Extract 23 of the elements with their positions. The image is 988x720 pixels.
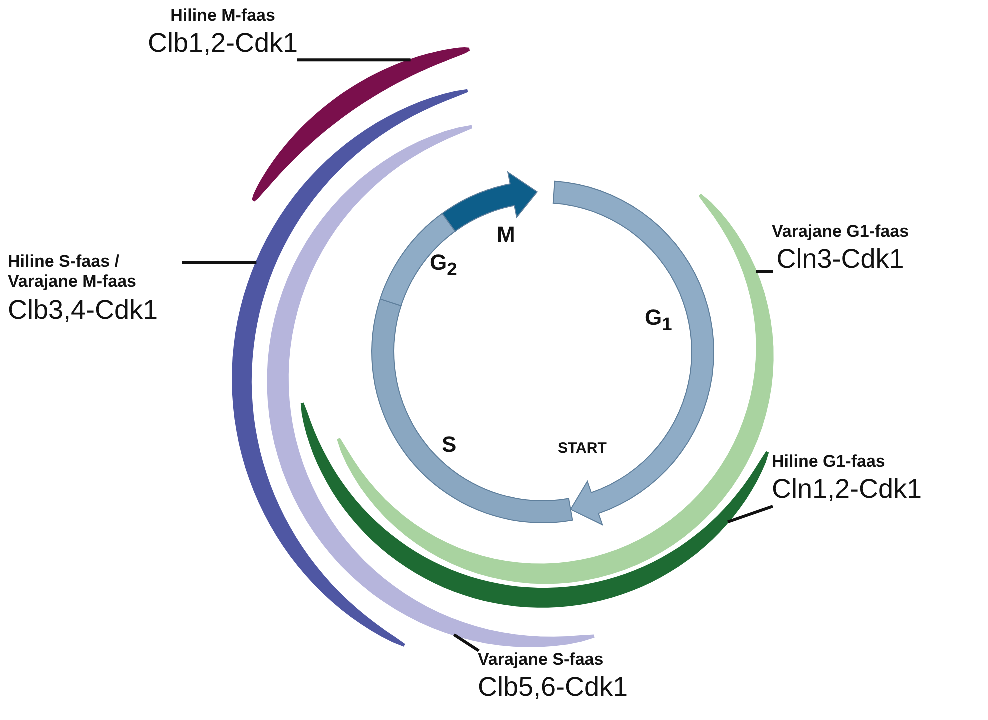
crescent-band	[232, 89, 468, 647]
phase-letter: M	[497, 222, 516, 248]
complex-name: Cln1,2-Cdk1	[772, 473, 922, 506]
complex-name: Clb3,4-Cdk1	[8, 294, 160, 327]
crescent-band	[300, 402, 770, 608]
phase-name: Hiline G1-faas	[772, 452, 886, 472]
leader-line	[297, 58, 411, 62]
phase-name: Varajane S-faas	[478, 650, 605, 670]
phase-letter: S	[442, 432, 457, 458]
phase-name: Hiline S-faas / Varajane M-faas	[8, 252, 138, 293]
phase-letter: G$_{1}$	[645, 305, 672, 336]
leader-line	[453, 634, 480, 652]
complex-name: Clb1,2-Cdk1	[148, 27, 298, 60]
phase-name: Varajane G1-faas	[772, 222, 910, 242]
leader-line	[728, 505, 774, 524]
leader-line	[182, 261, 257, 264]
crescent-band	[337, 194, 774, 584]
phase-name: Hiline M-faas	[170, 6, 276, 26]
leader-line	[756, 270, 773, 273]
phase-letter: G$_{2}$	[430, 250, 458, 280]
complex-name: Cln3-Cdk1	[776, 243, 906, 276]
complex-name: Clb5,6-Cdk1	[478, 671, 628, 704]
phase-letter: START	[558, 440, 607, 457]
